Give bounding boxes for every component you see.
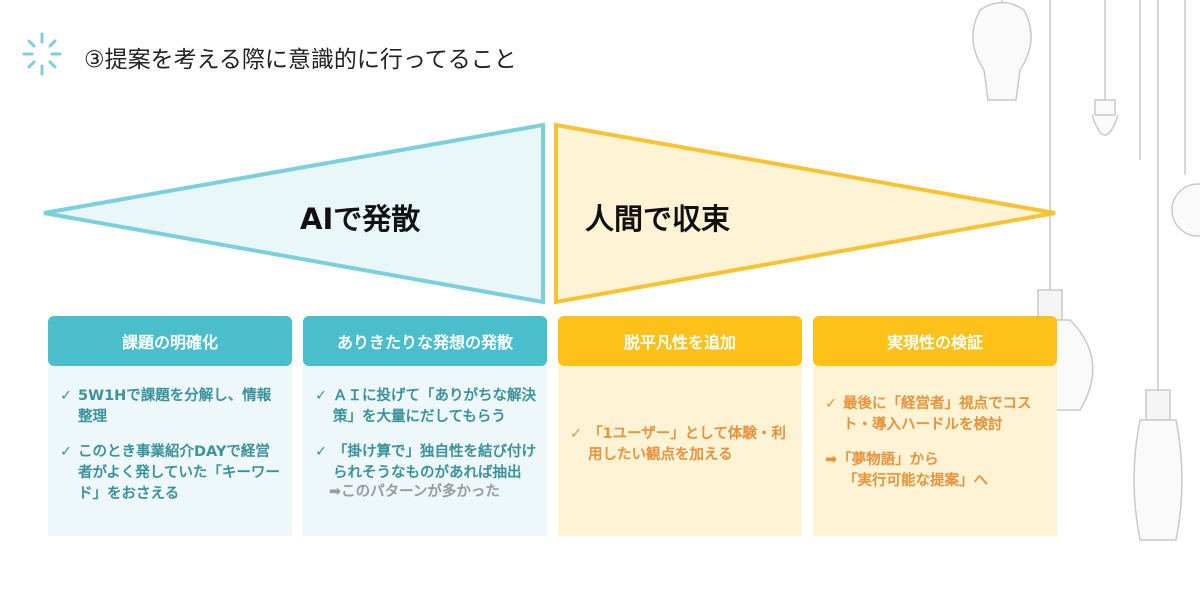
check-icon: ✓ xyxy=(315,388,328,404)
card-item: 「1ユーザー」として体験・利用したい観点を加える xyxy=(588,426,786,463)
diverge-converge-diagram xyxy=(43,122,1056,305)
check-icon: ✓ xyxy=(570,426,583,442)
check-icon: ✓ xyxy=(60,444,73,460)
check-icon: ✓ xyxy=(60,388,73,404)
card-header: 課題の明確化 xyxy=(48,316,292,366)
diverge-label: AIで発散 xyxy=(300,202,421,236)
sparkle-icon xyxy=(22,32,62,76)
card-add-uniqueness: 脱平凡性を追加 ✓ 「1ユーザー」として体験・利用したい観点を加える xyxy=(558,316,802,536)
card-note: ➡このパターンが多かった xyxy=(329,484,500,500)
card-item: 5W1Hで課題を分解し、情報整理 xyxy=(78,388,272,425)
converge-triangle xyxy=(554,122,1056,305)
slide-title: ③提案を考える際に意識的に行ってること xyxy=(84,47,517,73)
diverge-triangle xyxy=(43,122,545,305)
check-icon: ✓ xyxy=(315,444,328,460)
converge-label: 人間で収束 xyxy=(585,202,731,236)
card-header: 脱平凡性を追加 xyxy=(558,316,802,366)
card-item: 「掛け算で」独自性を結び付けられそうなものがあれば抽出 xyxy=(333,444,536,481)
card-feasibility-check: 実現性の検証 ✓ 最後に「経営者」視点でコスト・導入ハードルを検討 ➡「夢物語」か… xyxy=(813,316,1057,536)
card-arrow-line: 「実行可能な提案」へ xyxy=(843,473,988,489)
card-item: このとき事業紹介DAYで経営者がよく発していた「キーワード」をおさえる xyxy=(78,444,280,502)
card-header: 実現性の検証 xyxy=(813,316,1057,366)
card-idea-divergence: ありきたりな発想の発散 ✓ＡＩに投げて「ありがちな解決策」を大量にだしてもらう … xyxy=(303,316,547,536)
card-item: 最後に「経営者」視点でコスト・導入ハードルを検討 xyxy=(843,396,1032,433)
card-problem-definition: 課題の明確化 ✓ 5W1Hで課題を分解し、情報整理 ✓ このとき事業紹介DAYで経営… xyxy=(48,316,292,536)
card-arrow-line: ➡「夢物語」から xyxy=(825,452,939,468)
card-item: ＡＩに投げて「ありがちな解決策」を大量にだしてもらう xyxy=(333,388,536,425)
card-header: ありきたりな発想の発散 xyxy=(303,316,547,366)
check-icon: ✓ xyxy=(825,396,838,412)
